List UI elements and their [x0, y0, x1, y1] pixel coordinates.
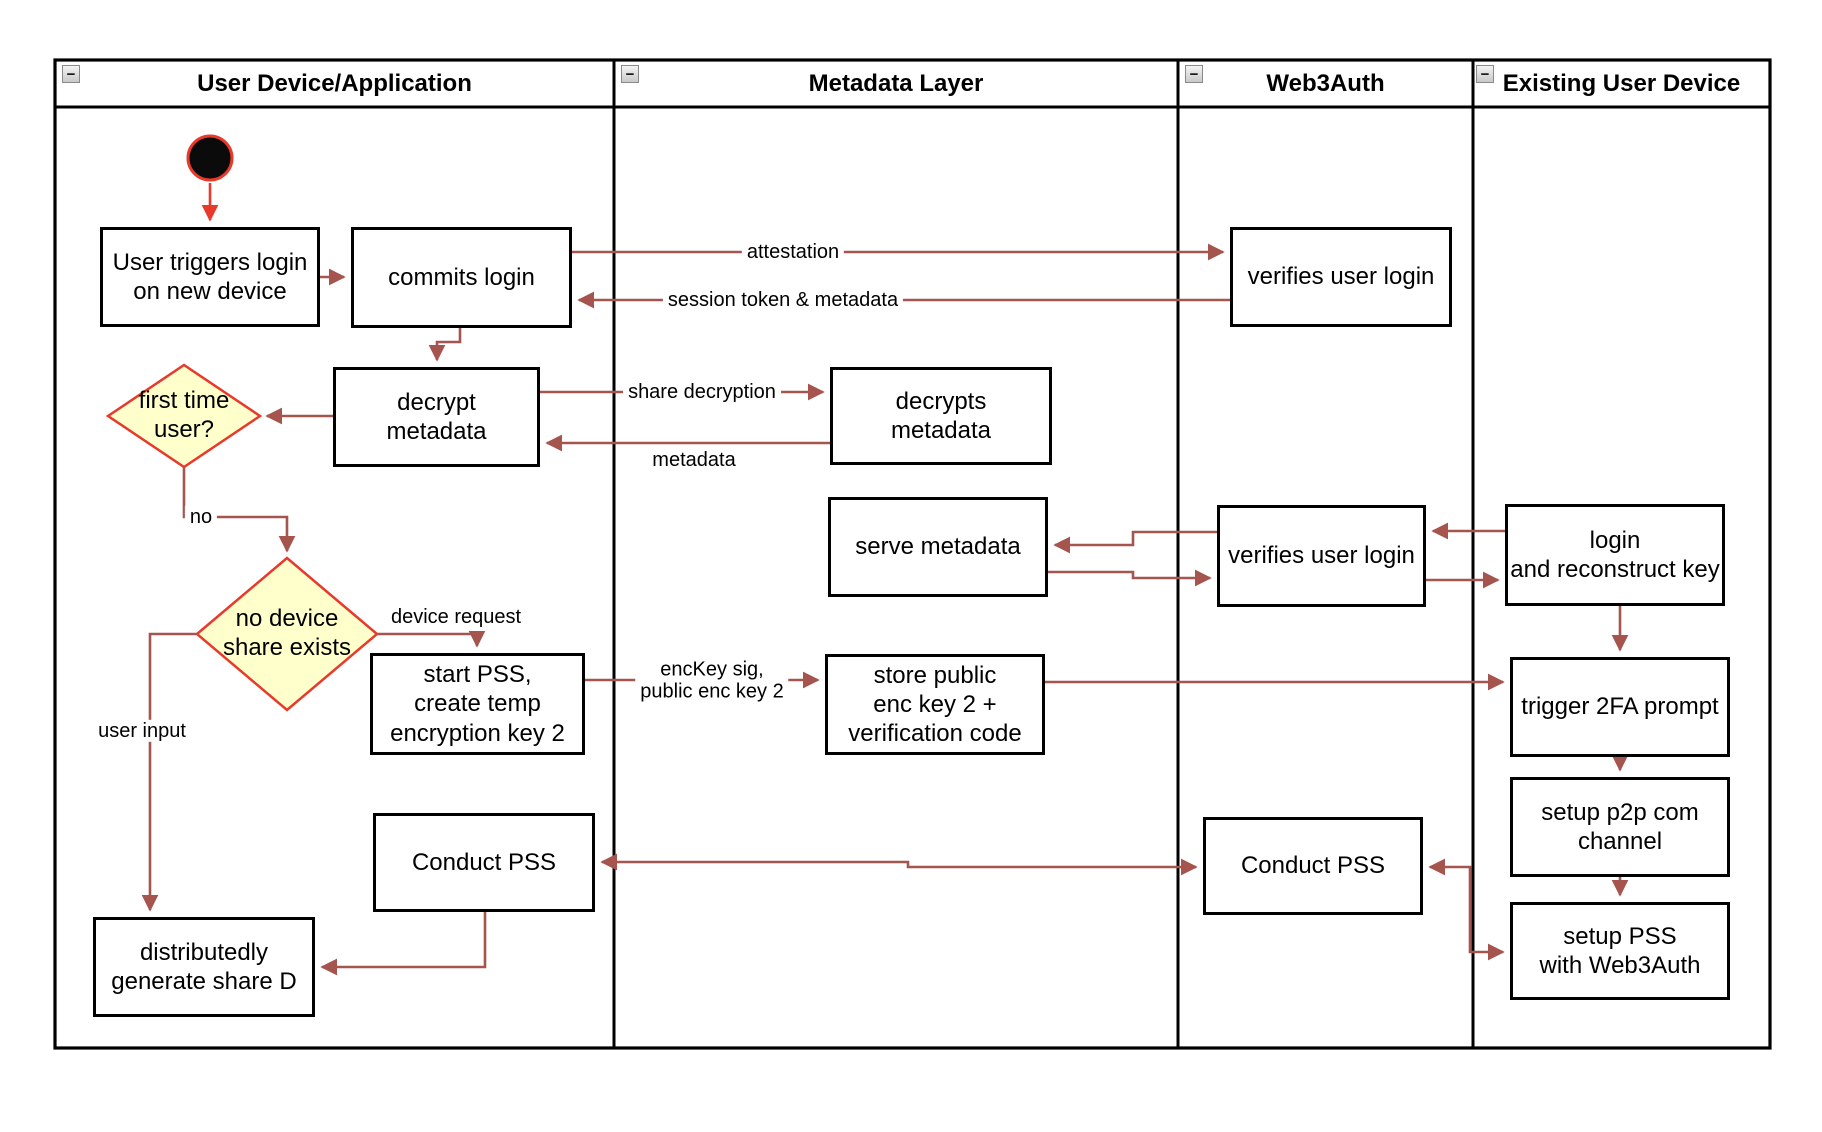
lane-header-web3auth[interactable]: Web3Auth — [1266, 69, 1385, 97]
edge-device-request — [377, 630, 486, 648]
edge-label-device-request: device request — [390, 605, 522, 628]
edge-conduct-pss-link — [600, 853, 1198, 876]
node-conduct-pss-device[interactable]: Conduct PSS — [373, 813, 595, 912]
lane-header-metadata-layer[interactable]: Metadata Layer — [808, 69, 984, 97]
node-trigger-2fa[interactable]: trigger 2FA prompt — [1510, 657, 1730, 757]
node-start-pss[interactable]: start PSS, create temp encryption key 2 — [370, 653, 585, 755]
edge-label-no: no — [184, 505, 218, 529]
edge-no-branch — [182, 467, 296, 553]
edge-verifies-to-serve — [1053, 530, 1217, 554]
node-decrypts-metadata[interactable]: decrypts metadata — [830, 367, 1052, 465]
node-login-reconstruct-key[interactable]: login and reconstruct key — [1505, 504, 1725, 606]
start-state-circle[interactable] — [186, 134, 234, 182]
lane-header-existing-device[interactable]: Existing User Device — [1502, 69, 1741, 97]
node-store-public-key[interactable]: store public enc key 2 + verification co… — [825, 654, 1045, 755]
collapse-lane-icon[interactable]: − — [621, 65, 639, 83]
edge-user-input — [141, 632, 197, 912]
decision-first-time-user-label: first time user? — [138, 387, 230, 443]
collapse-lane-icon[interactable]: − — [1476, 65, 1494, 83]
edge-label-share-decryption: share decryption — [623, 380, 781, 404]
node-verifies-user-login-top[interactable]: verifies user login — [1230, 227, 1452, 327]
collapse-lane-icon[interactable]: − — [62, 65, 80, 83]
decision-first-time-user[interactable] — [105, 363, 263, 469]
edge-label-enckey: encKey sig, public enc key 2 — [635, 658, 789, 704]
node-serve-metadata[interactable]: serve metadata — [828, 497, 1048, 597]
decision-no-device-share-label: no device share exists — [222, 605, 352, 661]
edge-label-session-token: session token & metadata — [662, 288, 904, 312]
node-user-triggers-login[interactable]: User triggers login on new device — [100, 227, 320, 327]
edge-label-metadata: metadata — [652, 448, 736, 471]
edge-serve-to-verifies — [1048, 569, 1212, 587]
edge-conduct-to-distributed — [320, 912, 487, 976]
edge-label-user-input: user input — [93, 719, 191, 743]
edge-commits-to-decrypt — [428, 328, 462, 362]
node-distributed-share[interactable]: distributedly generate share D — [93, 917, 315, 1017]
node-setup-p2p[interactable]: setup p2p com channel — [1510, 777, 1730, 877]
node-verifies-user-login-mid[interactable]: verifies user login — [1217, 505, 1426, 607]
lane-header-user-device[interactable]: User Device/Application — [197, 69, 472, 97]
edge-label-attestation: attestation — [741, 240, 845, 264]
edge-setup-pss-conduct-link — [1428, 858, 1505, 961]
node-commits-login[interactable]: commits login — [351, 227, 572, 328]
node-setup-pss-web3auth[interactable]: setup PSS with Web3Auth — [1510, 902, 1730, 1000]
node-conduct-pss-web3auth[interactable]: Conduct PSS — [1203, 817, 1423, 915]
pool-border — [53, 58, 1772, 1050]
node-decrypt-metadata[interactable]: decrypt metadata — [333, 367, 540, 467]
collapse-lane-icon[interactable]: − — [1185, 65, 1203, 83]
